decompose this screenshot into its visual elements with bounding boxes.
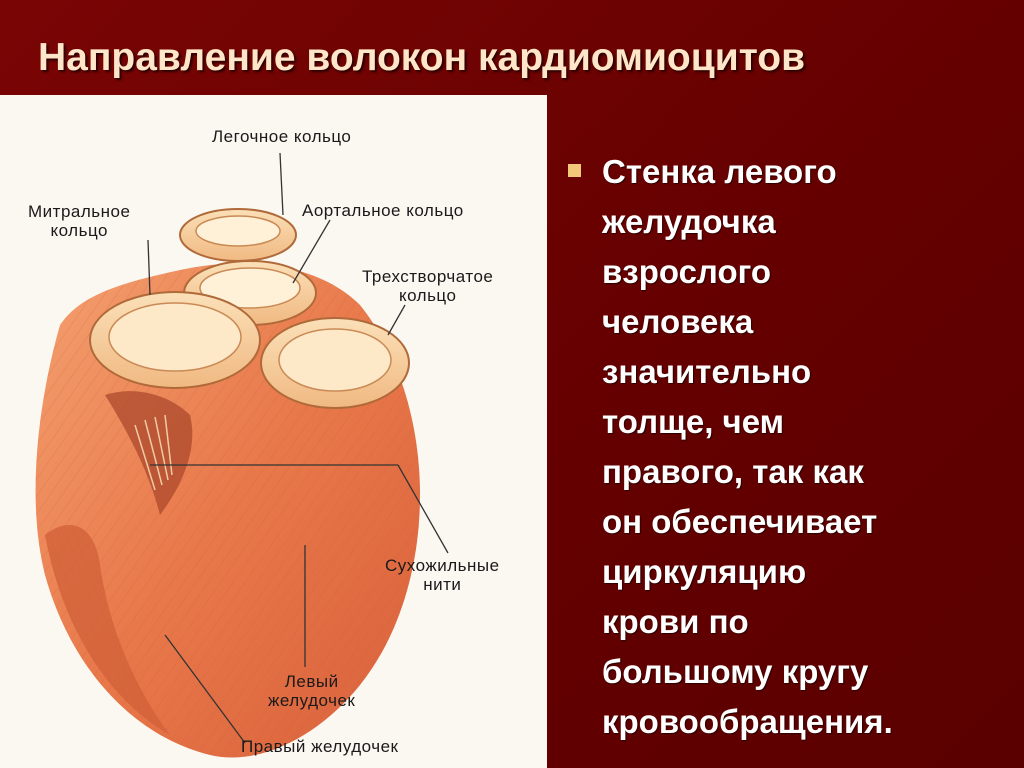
label-chordae: Сухожильные нити bbox=[385, 556, 500, 594]
label-left-ventricle-line2: желудочек bbox=[268, 691, 356, 710]
slide-title: Направление волокон кардиомиоцитов bbox=[38, 36, 806, 79]
bullet-line: желудочка bbox=[602, 203, 776, 240]
label-tricuspid-ring-line1: Трехстворчатое bbox=[362, 267, 494, 286]
bullet-line: правого, так как bbox=[602, 453, 864, 490]
label-mitral-ring-line1: Митральное bbox=[28, 202, 131, 221]
bullet-line: значительно bbox=[602, 353, 812, 390]
bullet-line: большому кругу bbox=[602, 653, 869, 690]
bullet-line: Стенка левого bbox=[602, 153, 837, 190]
label-chordae-line1: Сухожильные bbox=[385, 556, 500, 575]
label-mitral-ring-line2: кольцо bbox=[50, 221, 108, 240]
bullet-line: взрослого bbox=[602, 253, 772, 290]
label-left-ventricle: Левый желудочек bbox=[268, 672, 355, 710]
bullet-line: кровообращения. bbox=[602, 703, 893, 740]
chordae-fibers bbox=[134, 414, 173, 491]
bullet-text: Стенка левого желудочка взрослого челове… bbox=[602, 147, 1002, 747]
label-tricuspid-ring-line2: кольцо bbox=[398, 286, 457, 305]
ventricle-opening bbox=[105, 391, 193, 515]
leader-lines bbox=[147, 152, 449, 744]
label-chordae-line2: нити bbox=[423, 575, 462, 594]
bullet-line: крови по bbox=[602, 603, 749, 640]
label-tricuspid-ring: Трехстворчатое кольцо bbox=[362, 267, 493, 305]
bullet-square-icon bbox=[568, 164, 581, 177]
bullet-line: циркуляцию bbox=[602, 553, 807, 590]
bullet-line: толще, чем bbox=[602, 403, 785, 440]
heart-illustration: Легочное кольцо Аортальное кольцо Митрал… bbox=[0, 95, 547, 768]
label-left-ventricle-line1: Левый bbox=[284, 672, 339, 691]
label-right-ventricle: Правый желудочек bbox=[241, 737, 399, 756]
label-mitral-ring: Митральное кольцо bbox=[28, 202, 130, 240]
bullet-line: человека bbox=[602, 303, 754, 340]
label-pulmonary-ring: Легочное кольцо bbox=[212, 127, 352, 146]
bullet-line: он обеспечивает bbox=[602, 503, 878, 540]
heart-drawing bbox=[35, 152, 449, 758]
label-aortic-ring: Аортальное кольцо bbox=[302, 201, 464, 220]
